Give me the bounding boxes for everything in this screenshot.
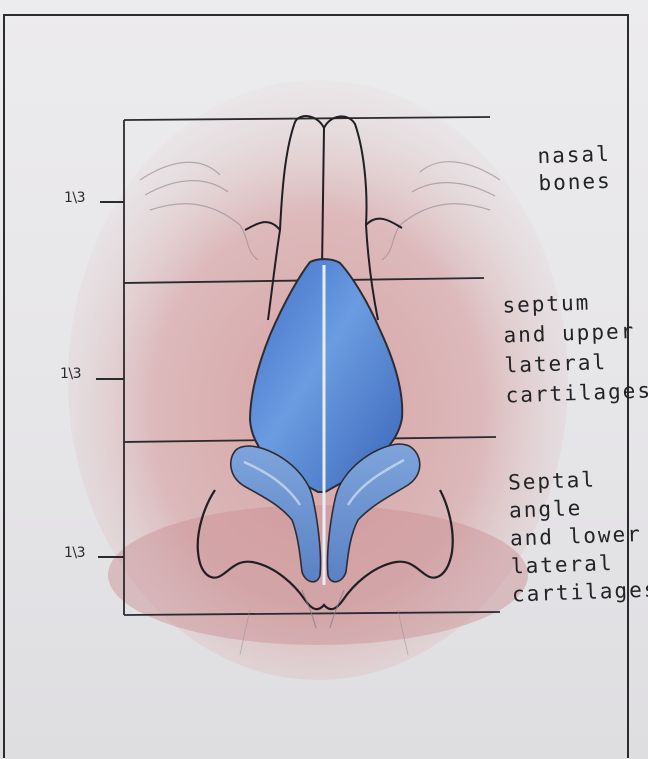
annotation-line: lateral	[511, 551, 614, 579]
annotation-line: angle	[509, 496, 583, 523]
annotation-line: cartilages	[512, 577, 648, 606]
third-tick-lower	[98, 556, 124, 558]
annotation-nasal-bones: nasal bones	[537, 141, 612, 198]
third-tick-middle	[96, 378, 124, 380]
annotation-line: lateral	[504, 350, 607, 378]
annotation-line: and upper	[503, 319, 636, 348]
third-label-lower: 1\3	[64, 545, 85, 561]
annotation-septal-angle-lower-lateral: Septal angle and lower lateral cartilage…	[508, 463, 648, 608]
annotation-line: bones	[538, 169, 612, 196]
annotation-line: and lower	[510, 522, 643, 551]
third-label-middle: 1\3	[60, 366, 81, 382]
annotation-line: nasal	[537, 142, 611, 169]
annotation-line: septum	[502, 291, 591, 318]
third-tick-upper	[100, 201, 124, 203]
annotation-line: cartilages	[505, 378, 648, 407]
annotation-septum-upper-lateral: septum and upper lateral cartilages	[502, 285, 648, 410]
annotation-line: Septal	[508, 468, 597, 495]
third-label-upper: 1\3	[64, 190, 85, 206]
